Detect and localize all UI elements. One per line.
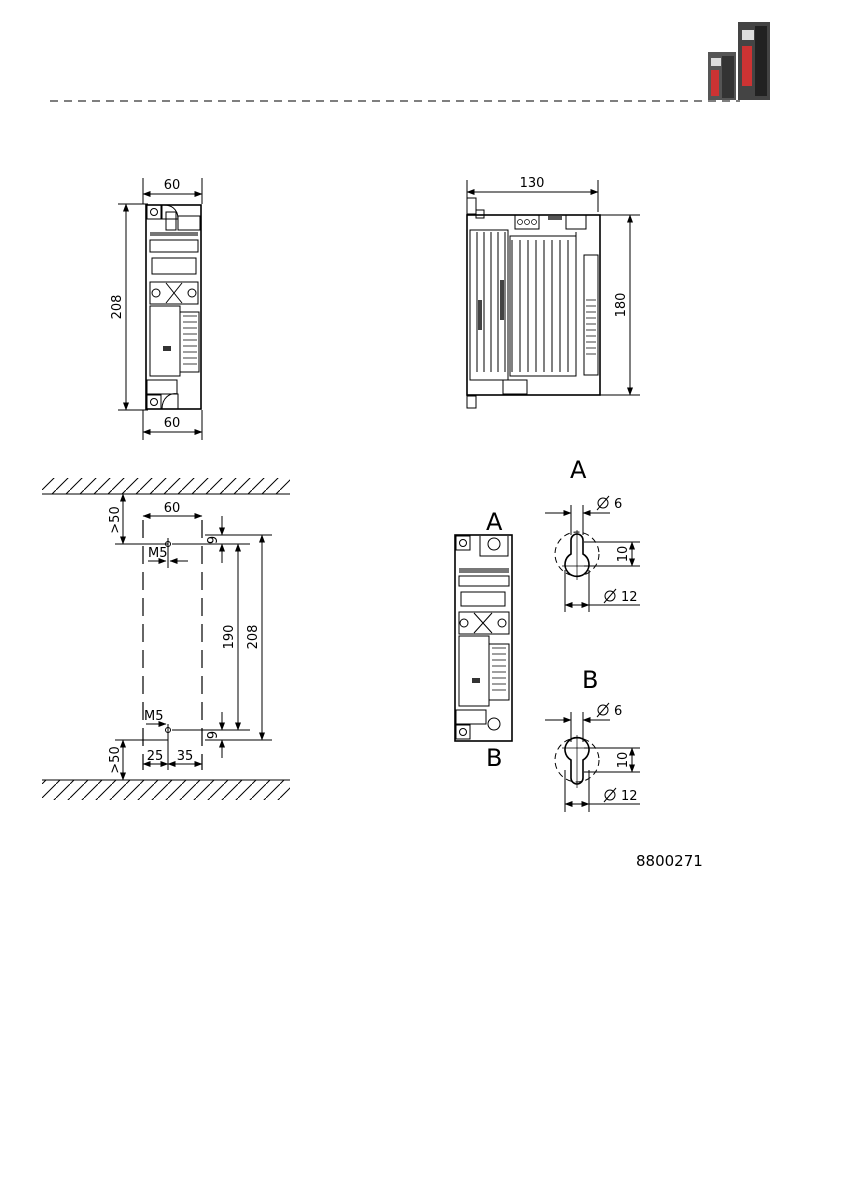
clearance-bottom: >50 xyxy=(108,746,123,773)
front-width-bottom: 60 xyxy=(164,416,181,431)
screw-top: M5 xyxy=(148,546,168,561)
drive-units-icon xyxy=(708,22,770,100)
detail-a-height: 10 xyxy=(616,546,631,563)
screw-bottom: M5 xyxy=(144,709,164,724)
side-height: 180 xyxy=(614,293,629,318)
mounting-drawing: 60 >50 >50 M5 M5 9 9 190 2 xyxy=(42,478,290,800)
diameter-icon xyxy=(597,703,609,717)
mount-height: 208 xyxy=(246,625,261,650)
detail-a-label: A xyxy=(570,456,587,484)
detail-a-large-dia: 12 xyxy=(621,590,638,605)
detail-a: A 6 10 12 xyxy=(545,456,640,612)
detail-b: B 6 10 12 xyxy=(545,666,640,812)
front-width-top: 60 xyxy=(164,178,181,193)
device-label-a: A xyxy=(486,508,503,536)
detail-b-large-dia: 12 xyxy=(621,789,638,804)
hole-spacing: 190 xyxy=(222,625,237,650)
diameter-icon xyxy=(604,589,616,603)
offset-left: 25 xyxy=(147,749,164,764)
device-label-b: B xyxy=(486,744,502,772)
detail-a-small-dia: 6 xyxy=(614,497,622,512)
diameter-icon xyxy=(604,788,616,802)
device-front-small: A B xyxy=(455,508,512,772)
side-view: 130 180 xyxy=(467,176,640,408)
detail-b-small-dia: 6 xyxy=(614,704,622,719)
drawing-number: 8800271 xyxy=(636,852,703,870)
diameter-icon xyxy=(597,496,609,510)
side-depth: 130 xyxy=(520,176,545,191)
detail-b-label: B xyxy=(582,666,598,694)
offset-top: 9 xyxy=(206,536,221,544)
clearance-top: >50 xyxy=(108,506,123,533)
mount-width: 60 xyxy=(164,501,181,516)
front-height: 208 xyxy=(110,295,125,320)
detail-b-height: 10 xyxy=(616,752,631,769)
offset-right: 35 xyxy=(177,749,194,764)
offset-bottom: 9 xyxy=(206,731,221,739)
front-view: 60 208 60 xyxy=(110,178,202,440)
